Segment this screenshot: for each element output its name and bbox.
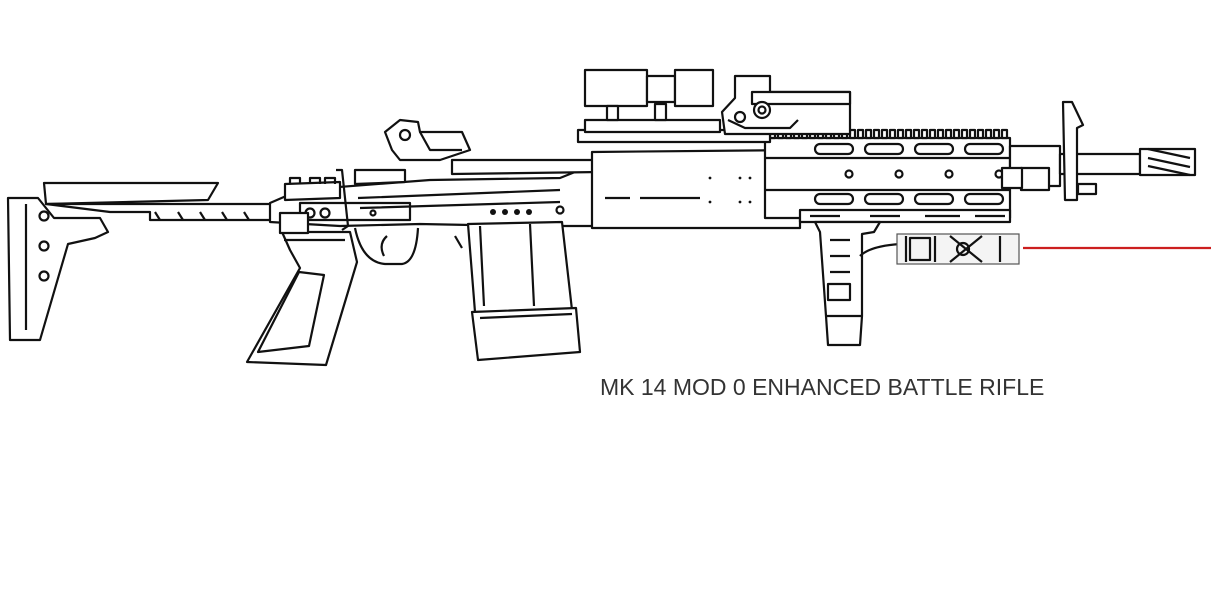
rail-slot	[963, 142, 1005, 156]
rail-system	[763, 128, 1012, 224]
rail-slot	[863, 192, 905, 206]
rail-tooth	[936, 128, 945, 140]
receiver	[268, 168, 602, 235]
rail-screw	[894, 169, 904, 179]
rail-tooth	[1000, 128, 1009, 140]
rail-tooth	[880, 128, 889, 140]
rail-tooth	[896, 128, 905, 140]
rail-tooth	[928, 128, 937, 140]
rail-tooth	[960, 128, 969, 140]
rail-tooth	[864, 128, 873, 140]
rail-tooth	[976, 128, 985, 140]
rail-tooth	[952, 128, 961, 140]
rail-slot	[913, 192, 955, 206]
rail-tooth	[912, 128, 921, 140]
rail-tooth	[888, 128, 897, 140]
rail-tooth	[992, 128, 1001, 140]
rail-slot	[863, 142, 905, 156]
rail-slot	[813, 142, 855, 156]
rail-tooth	[904, 128, 913, 140]
rail-tooth	[872, 128, 881, 140]
rail-slot	[913, 142, 955, 156]
rail-tooth	[984, 128, 993, 140]
handguard	[590, 148, 802, 230]
laser-light-module	[896, 233, 1020, 265]
barrel-assembly	[1000, 100, 1197, 202]
rail-slot	[813, 192, 855, 206]
diagram-caption: MK 14 MOD 0 ENHANCED BATTLE RIFLE	[600, 374, 1045, 400]
magazine	[466, 220, 582, 362]
rail-tooth	[920, 128, 929, 140]
rail-tooth	[944, 128, 953, 140]
rail-tooth	[968, 128, 977, 140]
rear-sight	[383, 118, 602, 176]
vertical-foregrip	[813, 220, 901, 347]
trigger-guard	[353, 227, 463, 266]
rail-tooth	[856, 128, 865, 140]
rail-screw	[844, 169, 854, 179]
rail-screw	[944, 169, 954, 179]
buttstock	[6, 181, 277, 342]
top-rail	[576, 118, 772, 144]
scope	[583, 68, 715, 122]
rail-slot	[963, 192, 1005, 206]
pistol-grip	[245, 230, 359, 367]
holographic-sight	[720, 74, 852, 136]
